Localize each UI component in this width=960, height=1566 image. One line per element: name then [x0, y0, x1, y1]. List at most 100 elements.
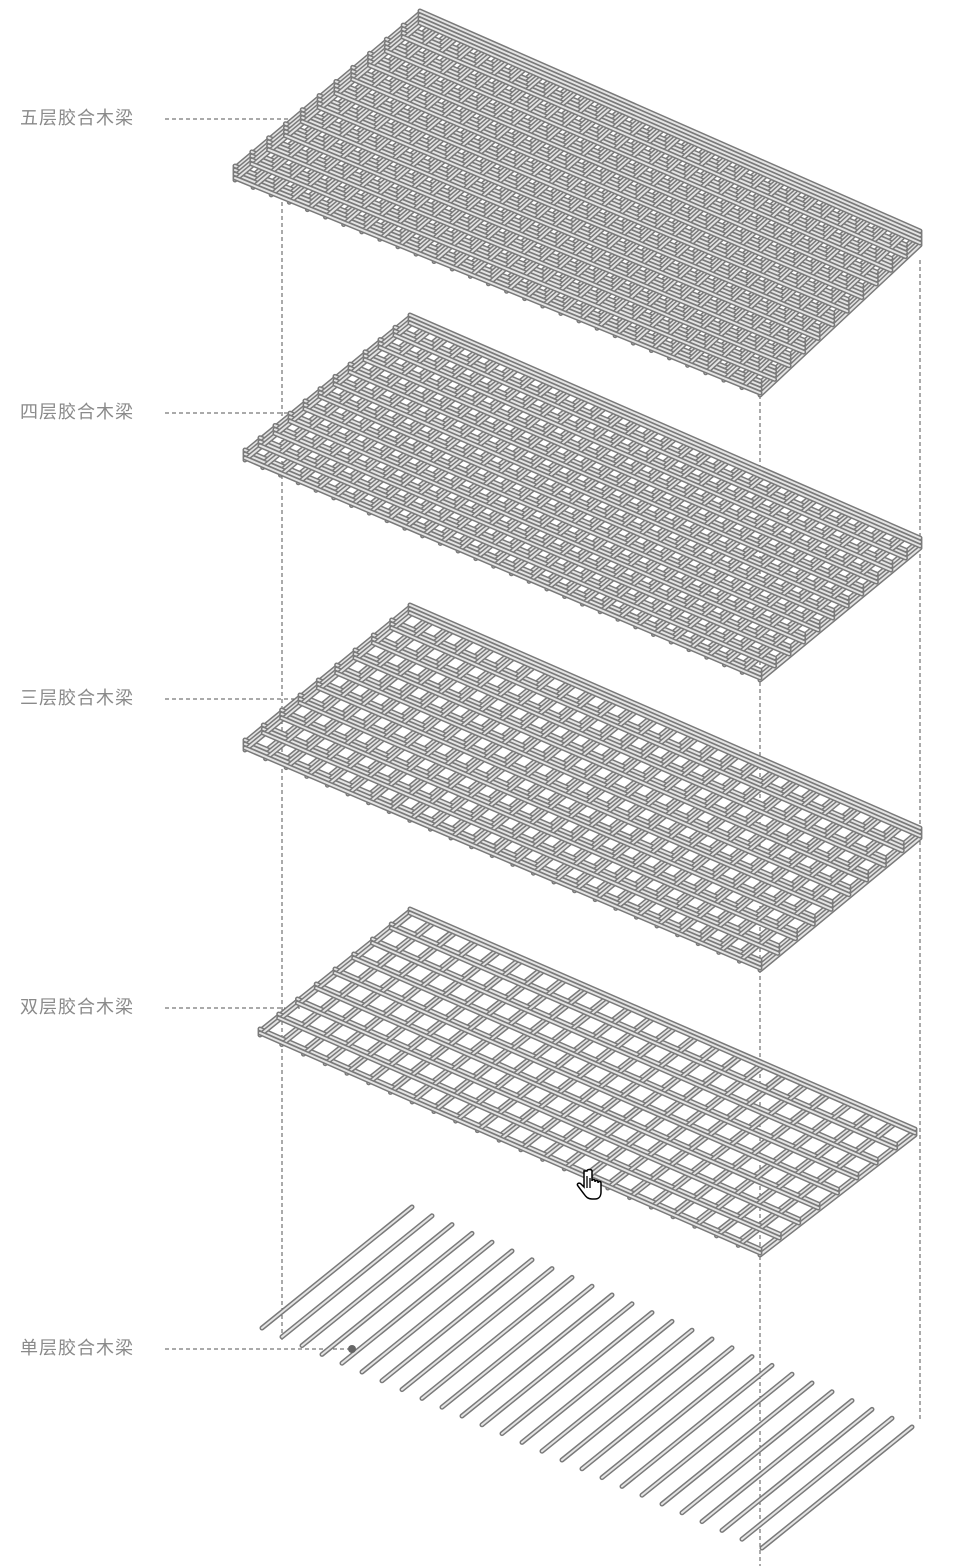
- beam-highlight: [296, 1002, 800, 1224]
- beam-highlight: [419, 14, 921, 236]
- beam-highlight: [341, 1241, 493, 1365]
- beam-highlight: [681, 1390, 833, 1514]
- beam-highlight: [264, 614, 432, 752]
- beam-highlight: [277, 1013, 781, 1235]
- beam-highlight: [470, 704, 636, 840]
- beam-highlight: [281, 1214, 433, 1338]
- beam-highlight: [296, 998, 800, 1220]
- beam-highlight: [284, 134, 805, 354]
- beam-highlight: [285, 631, 452, 769]
- beam-highlight: [532, 738, 697, 875]
- beam-highlight: [347, 650, 513, 787]
- beam-highlight: [676, 801, 840, 936]
- beam-highlight: [305, 640, 473, 778]
- beam-highlight: [419, 22, 921, 244]
- beam-highlight: [697, 802, 860, 937]
- beam-highlight: [717, 815, 881, 950]
- beam-highlight: [408, 685, 575, 822]
- beam-highlight: [441, 1285, 593, 1409]
- beam-highlight: [450, 699, 615, 835]
- beam-highlight: [532, 730, 697, 867]
- beam-highlight: [305, 632, 473, 770]
- beam-highlight: [289, 420, 805, 643]
- beam-highlight: [697, 810, 860, 945]
- beam-highlight: [409, 608, 921, 833]
- beam-highlight: [759, 837, 921, 971]
- beam-highlight: [573, 748, 738, 884]
- beam-highlight: [367, 659, 534, 796]
- beam-highlight: [635, 783, 799, 919]
- beam-highlight: [761, 1426, 913, 1549]
- beam-highlight: [421, 1276, 573, 1400]
- beam-highlight: [511, 721, 677, 858]
- beam-highlight: [261, 1206, 413, 1329]
- beam-highlight: [738, 820, 901, 955]
- beam-highlight: [361, 1250, 513, 1373]
- beam-highlight: [315, 987, 820, 1209]
- beam-highlight: [738, 828, 901, 963]
- label-three-layer-glulam: 三层胶合木梁: [20, 688, 134, 709]
- beam-highlight: [259, 1032, 761, 1254]
- beam-highlight: [285, 627, 452, 765]
- beam-highlight: [409, 912, 916, 1134]
- label-five-layer-glulam: 五层胶合木梁: [20, 108, 134, 129]
- beam-highlight: [429, 686, 595, 823]
- beam-highlight: [661, 1382, 813, 1505]
- beam-highlight: [334, 972, 839, 1194]
- beam-highlight: [304, 407, 820, 631]
- hand-pointer-icon: [576, 1168, 602, 1200]
- beam-highlight: [381, 1258, 533, 1382]
- beam-highlight: [697, 806, 860, 941]
- beam-highlight: [390, 927, 897, 1149]
- beam-highlight: [614, 770, 779, 906]
- beam-highlight: [409, 604, 921, 829]
- beam-highlight: [409, 314, 921, 539]
- beam-highlight: [326, 641, 493, 779]
- beam-highlight: [656, 792, 819, 927]
- beam-highlight: [553, 739, 717, 875]
- beam-highlight: [277, 1017, 781, 1239]
- beam-highlight: [759, 829, 921, 963]
- beam-highlight: [347, 654, 513, 791]
- beam-highlight: [491, 721, 656, 857]
- beam-highlight: [532, 734, 697, 871]
- beam-highlight: [368, 64, 878, 285]
- beam-highlight: [676, 797, 840, 932]
- beam-highlight: [409, 612, 921, 837]
- beam-highlight: [594, 757, 758, 893]
- beam-highlight: [326, 649, 493, 787]
- beam-highlight: [656, 788, 819, 923]
- beam-highlight: [573, 756, 738, 892]
- beam-highlight: [301, 1223, 453, 1347]
- beam-highlight: [521, 1320, 673, 1444]
- beam-highlight: [259, 1028, 761, 1250]
- beam-highlight: [264, 622, 432, 760]
- beam-highlight: [641, 1373, 793, 1497]
- beam-highlight: [326, 645, 493, 783]
- beam-highlight: [614, 766, 779, 902]
- beam-highlight: [402, 36, 907, 258]
- beam-highlight: [244, 610, 411, 747]
- beam-highlight: [394, 334, 907, 559]
- beam-highlight: [541, 1329, 693, 1453]
- beam-highlight: [285, 623, 452, 761]
- beam-highlight: [429, 690, 595, 827]
- beam-highlight: [594, 765, 758, 901]
- beam-highlight: [319, 395, 834, 619]
- beam-highlight: [450, 695, 615, 831]
- beam-highlight: [250, 162, 776, 381]
- beam-highlight: [450, 703, 615, 839]
- beam-highlight: [561, 1338, 713, 1461]
- leader-dot: [348, 1345, 356, 1353]
- beam-highlight: [388, 668, 554, 805]
- beam-highlight: [511, 725, 677, 862]
- beam-highlight: [511, 729, 677, 866]
- beam-highlight: [491, 713, 656, 849]
- beam-highlight: [354, 657, 868, 881]
- beam-highlight: [280, 717, 797, 940]
- beam-highlight: [244, 606, 411, 743]
- beam-highlight: [367, 663, 534, 800]
- beam-highlight: [301, 120, 820, 340]
- beam-highlight: [419, 10, 921, 232]
